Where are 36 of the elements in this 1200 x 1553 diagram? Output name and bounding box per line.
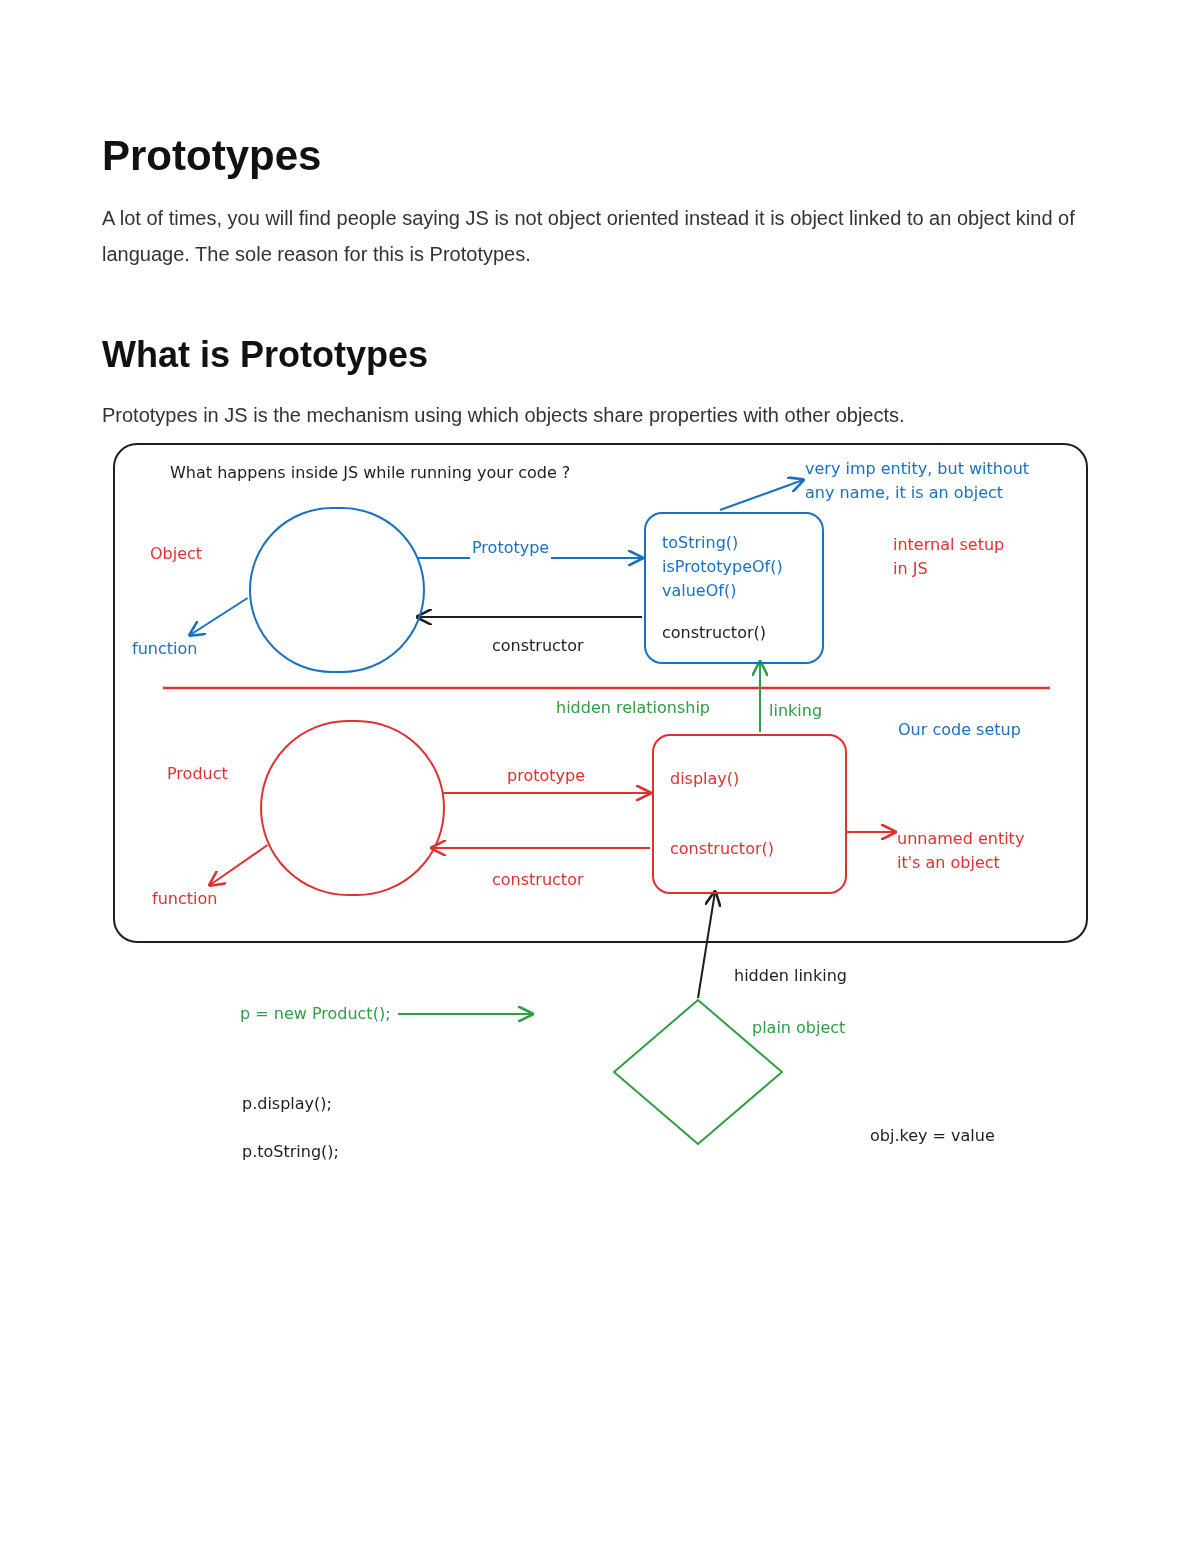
node-caption: plain object	[752, 1017, 846, 1039]
diagram-frame	[113, 443, 1088, 943]
arrow	[719, 476, 806, 511]
arrow	[207, 844, 269, 888]
paragraph: Prototypes in JS is the mechanism using which objects share properties with other objects.	[102, 403, 906, 428]
frame-heading: What happens inside JS while running your code ?	[170, 462, 571, 484]
object-box	[652, 734, 847, 894]
method-text: toString() isPrototypeOf() valueOf()	[662, 532, 784, 602]
node-caption: Product	[167, 763, 228, 785]
note-text: hidden relationship	[556, 697, 711, 719]
arrow	[187, 597, 249, 638]
note-text: very imp entity, but without any name, it is an object	[805, 457, 1055, 507]
note-text: function	[152, 887, 242, 911]
arrow	[428, 838, 651, 858]
method-text: constructor()	[670, 838, 775, 860]
method-text: display()	[670, 768, 741, 790]
note-text: p.toString();	[242, 1141, 340, 1163]
method-text: constructor()	[662, 622, 767, 644]
note-text: function	[132, 637, 222, 661]
arrow	[697, 889, 722, 999]
arrow	[397, 1004, 535, 1024]
note-text: Our code setup	[898, 719, 1022, 741]
note-text: p = new Product();	[240, 1002, 398, 1028]
arrow	[441, 783, 653, 803]
note-text: obj.key = value	[870, 1125, 996, 1147]
object-box	[644, 512, 824, 664]
paragraph: A lot of times, you will find people saying JS is not object oriented instead it is object linked to an object kind of language. The sole reason for this is Prototypes.	[102, 206, 1076, 267]
note-text: p.display();	[242, 1093, 333, 1115]
note-text: internal setup in JS	[893, 534, 1006, 580]
note-text: unnamed entity it's an object	[897, 827, 1047, 877]
node-caption: Object	[150, 543, 203, 565]
arrow	[750, 659, 770, 733]
section-heading: What is Prototypes	[102, 333, 430, 377]
arrow	[414, 607, 643, 627]
arrow	[844, 822, 898, 842]
page-title: Prototypes	[102, 131, 322, 181]
